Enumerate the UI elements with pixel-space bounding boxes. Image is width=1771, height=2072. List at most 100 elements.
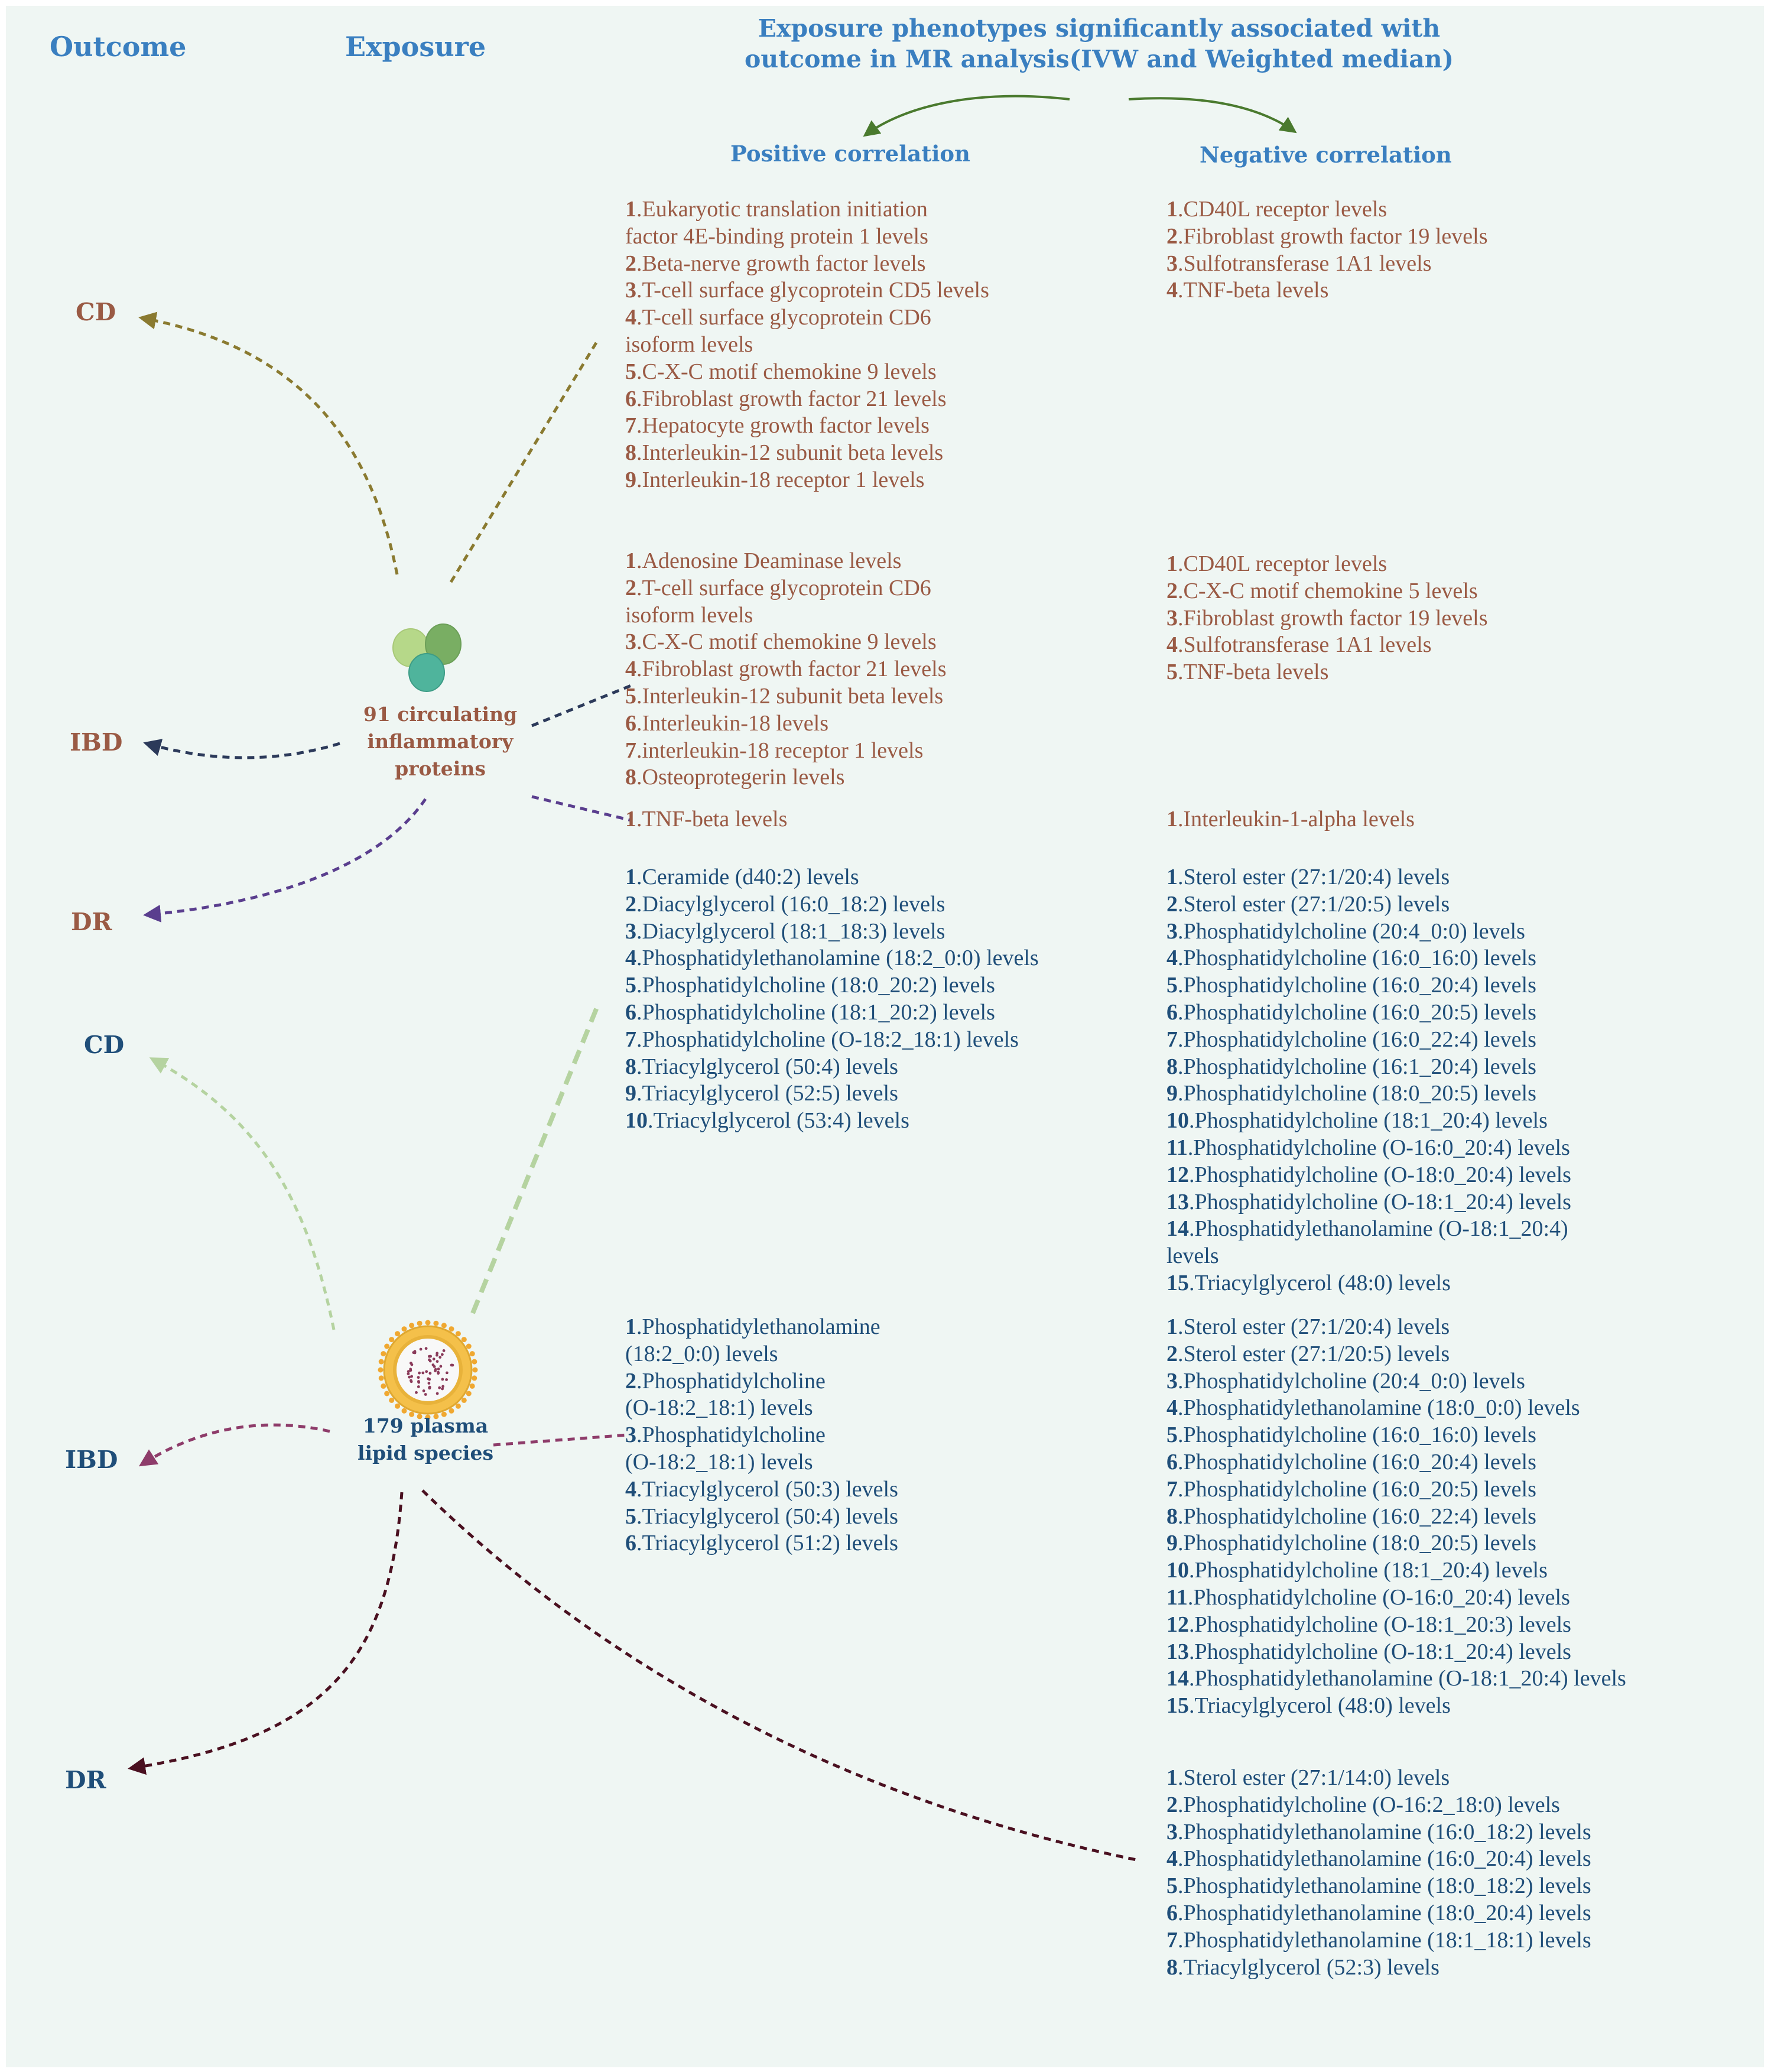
list-item-text: .Phosphatidylcholine (O-18:2_18:1) level… (636, 1027, 1019, 1052)
outcome-lipid-cd: CD (84, 1031, 125, 1059)
list-item: 3.T-cell surface glycoprotein CD5 levels (625, 277, 989, 304)
list-item-text: .Fibroblast growth factor 19 levels (1178, 223, 1488, 249)
list-item: 8.Phosphatidylcholine (16:0_22:4) levels (1166, 1503, 1626, 1531)
list-item-text: .Interleukin-1-alpha levels (1178, 807, 1415, 832)
arrow-protein-ibd (143, 739, 340, 759)
list-item-text: isoform levels (625, 332, 753, 357)
list-item-number: 7 (625, 413, 636, 439)
list-item-text: .Phosphatidylethanolamine (18:1_18:1) le… (1178, 1927, 1591, 1953)
list-item-number: 1 (1166, 1765, 1178, 1790)
list-item-number: 7 (1166, 1927, 1178, 1953)
list-item-text: .TNF-beta levels (1178, 278, 1329, 303)
list-item-text: .Osteoprotegerin levels (636, 765, 845, 790)
list-item-text: .T-cell surface glycoprotein CD6 (636, 305, 931, 330)
list-item-text: .Phosphatidylethanolamine (18:0_20:4) le… (1178, 1900, 1591, 1925)
list-item-text: .Diacylglycerol (16:0_18:2) levels (636, 891, 945, 917)
list-item-number: 4 (625, 946, 636, 971)
diagram-title: Exposure phenotypes significantly associ… (739, 13, 1460, 74)
list-item: isoform levels (625, 332, 989, 359)
list-item-number: 3 (1166, 918, 1178, 944)
list-item-number: 11 (1166, 1584, 1188, 1610)
list-item-number: 8 (1166, 1503, 1178, 1529)
list-item: 6.Fibroblast growth factor 21 levels (625, 386, 989, 413)
list-item-number: 4 (1166, 278, 1178, 303)
list-item: 9.Phosphatidylcholine (18:0_20:5) levels (1166, 1080, 1571, 1108)
outcome-header: Outcome (50, 31, 187, 63)
list-item-number: 3 (625, 278, 636, 303)
list-item-number: 2 (1166, 1341, 1178, 1366)
list-item-number: 3 (625, 918, 636, 944)
list-item-text: .Phosphatidylcholine (18:0_20:5) levels (1178, 1531, 1536, 1556)
list-item-number: 3 (625, 629, 636, 655)
list-item-number: 1 (625, 197, 636, 222)
list-item: 2.Phosphatidylcholine (O-16:2_18:0) leve… (1166, 1792, 1591, 1819)
list-item-text: .Triacylglycerol (50:4) levels (636, 1503, 898, 1529)
list-item-text: .C-X-C motif chemokine 5 levels (1178, 578, 1478, 603)
arrow-lipid-cd (149, 1057, 336, 1330)
list-item: 4.Fibroblast growth factor 21 levels (625, 656, 947, 683)
list-item-number: 9 (1166, 1081, 1178, 1106)
list-item-text: levels (1166, 1243, 1219, 1269)
list-item-text: .Interleukin-12 subunit beta levels (636, 683, 944, 709)
list-item-text: .Phosphatidylcholine (18:0_20:5) levels (1178, 1081, 1536, 1106)
list-item: 5.Phosphatidylcholine (18:0_20:2) levels (625, 972, 1039, 999)
list-item-text: .Phosphatidylcholine (16:0_16:0) levels (1178, 946, 1536, 971)
list-item-number: 5 (1166, 1423, 1178, 1448)
title-arrow-positive (863, 95, 1070, 137)
list-item: 6.Triacylglycerol (51:2) levels (625, 1530, 898, 1557)
list-item-text: .Phosphatidylcholine (20:4_0:0) levels (1178, 918, 1525, 944)
list-item: 12.Phosphatidylcholine (O-18:1_20:3) lev… (1166, 1612, 1626, 1639)
list-item-number: 1 (1166, 197, 1178, 222)
list-item: 7.Hepatocyte growth factor levels (625, 413, 989, 440)
link-lipid-ibd-lists (493, 1433, 628, 1447)
list-item: (O-18:2_18:1) levels (625, 1449, 898, 1476)
list-item-number: 1 (625, 807, 636, 832)
list-item-number: 8 (625, 440, 636, 466)
list-item-text: .Eukaryotic translation initiation (636, 197, 928, 222)
list-item-text: .Sterol ester (27:1/20:4) levels (1178, 865, 1450, 889)
list-item-text: .Triacylglycerol (50:3) levels (636, 1476, 898, 1502)
list-item-text: .Triacylglycerol (48:0) levels (1189, 1270, 1451, 1295)
outcome-protein-dr: DR (71, 908, 112, 936)
outcome-lipid-ibd: IBD (65, 1446, 118, 1474)
list-item: 2.Phosphatidylcholine (625, 1368, 898, 1395)
list-item-text: .Phosphatidylcholine (16:0_20:5) levels (1178, 1476, 1536, 1502)
list-item: 4.TNF-beta levels (1166, 277, 1488, 304)
list-item: 7.interleukin-18 receptor 1 levels (625, 738, 947, 765)
list-item-text: .Phosphatidylethanolamine (O-18:1_20:4) (1189, 1216, 1568, 1242)
arrow-protein-cd (138, 311, 399, 575)
list-item: 1.Eukaryotic translation initiation (625, 196, 989, 223)
list-item: 1.Ceramide (d40:2) levels (625, 864, 1039, 891)
lipid-ibd-positive-list: 1.Phosphatidylethanolamine(18:2_0:0) lev… (625, 1314, 898, 1557)
link-protein-cd-lists (449, 339, 600, 583)
list-item-text: .T-cell surface glycoprotein CD5 levels (636, 278, 989, 303)
list-item-text: .Phosphatidylcholine (16:0_22:4) levels (1178, 1027, 1536, 1052)
list-item-text: .Phosphatidylethanolamine (O-18:1_20:4) … (1189, 1666, 1626, 1691)
list-item: levels (1166, 1243, 1571, 1270)
list-item: isoform levels (625, 602, 947, 629)
list-item-number: 4 (1166, 946, 1178, 971)
list-item-text: .Phosphatidylcholine (O-16:2_18:0) level… (1178, 1792, 1560, 1817)
list-item-number: 2 (1166, 223, 1178, 249)
list-item: 10.Phosphatidylcholine (18:1_20:4) level… (1166, 1557, 1626, 1584)
list-item: 5.Phosphatidylcholine (16:0_20:4) levels (1166, 972, 1571, 999)
list-item-text: .interleukin-18 receptor 1 levels (636, 738, 924, 763)
list-item-text: (O-18:2_18:1) levels (625, 1395, 813, 1421)
title-arrow-negative (1128, 97, 1297, 134)
list-item-text: .Phosphatidylcholine (16:1_20:4) levels (1178, 1054, 1536, 1079)
list-item: 1.CD40L receptor levels (1166, 551, 1488, 578)
list-item-number: 14 (1166, 1216, 1189, 1242)
list-item: 1.Sterol ester (27:1/14:0) levels (1166, 1765, 1591, 1792)
list-item-text: .T-cell surface glycoprotein CD6 (636, 575, 931, 600)
list-item: 2.Sterol ester (27:1/20:5) levels (1166, 1341, 1626, 1368)
title-line-1: Exposure phenotypes significantly associ… (758, 14, 1441, 43)
list-item-text: .Ceramide (d40:2) levels (636, 865, 859, 889)
list-item: 8.Osteoprotegerin levels (625, 764, 947, 791)
list-item-text: .Interleukin-18 levels (636, 710, 829, 736)
list-item: 4.Sulfotransferase 1A1 levels (1166, 632, 1488, 659)
list-item-text: .Phosphatidylcholine (636, 1423, 826, 1448)
list-item: 14.Phosphatidylethanolamine (O-18:1_20:4… (1166, 1216, 1571, 1243)
list-item-number: 6 (625, 999, 636, 1025)
